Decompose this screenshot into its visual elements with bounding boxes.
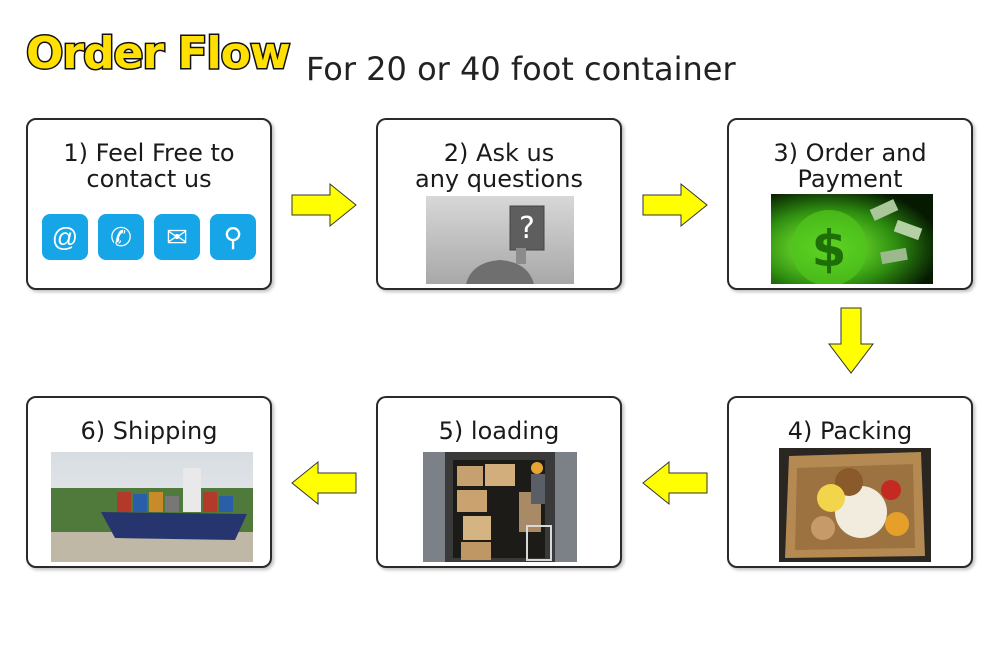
svg-text:?: ?	[519, 211, 535, 246]
step-1-label: 1) Feel Free to contact us	[63, 139, 235, 193]
step-3-label: 3) Order and Payment	[773, 139, 927, 193]
packing-box-image	[779, 448, 931, 562]
step-4-box: 4) Packing	[727, 396, 973, 568]
step-6-box: 6) Shipping	[26, 396, 272, 568]
left-arrow-icon	[291, 460, 357, 506]
left-arrow-icon	[642, 460, 708, 506]
step-3-box: 3) Order and Payment $	[727, 118, 973, 290]
at-sign-icon: @	[42, 214, 88, 260]
step-2-box: 2) Ask us any questions ?	[376, 118, 622, 290]
title-subtitle: For 20 or 40 foot container	[306, 50, 736, 88]
step-5-label: 5) loading	[438, 417, 560, 445]
svg-text:$: $	[812, 220, 847, 278]
step-2-label: 2) Ask us any questions	[415, 139, 583, 193]
container-ship-image	[51, 452, 253, 562]
step-4-label: 4) Packing	[787, 417, 913, 445]
container-loading-image	[423, 452, 577, 562]
envelope-icon: ✉	[154, 214, 200, 260]
money-image: $	[771, 194, 933, 284]
question-person-image: ?	[426, 196, 574, 284]
step-5-box: 5) loading	[376, 396, 622, 568]
right-arrow-icon	[642, 182, 708, 228]
down-arrow-icon	[827, 307, 875, 374]
step-6-label: 6) Shipping	[80, 417, 218, 445]
contact-icons: @ ✆ ✉ ⚲	[42, 214, 256, 260]
phone-icon: ✆	[98, 214, 144, 260]
right-arrow-icon	[291, 182, 357, 228]
step-1-box: 1) Feel Free to contact us @ ✆ ✉ ⚲	[26, 118, 272, 290]
location-pin-icon: ⚲	[210, 214, 256, 260]
title-main: Order Flow	[24, 27, 291, 81]
